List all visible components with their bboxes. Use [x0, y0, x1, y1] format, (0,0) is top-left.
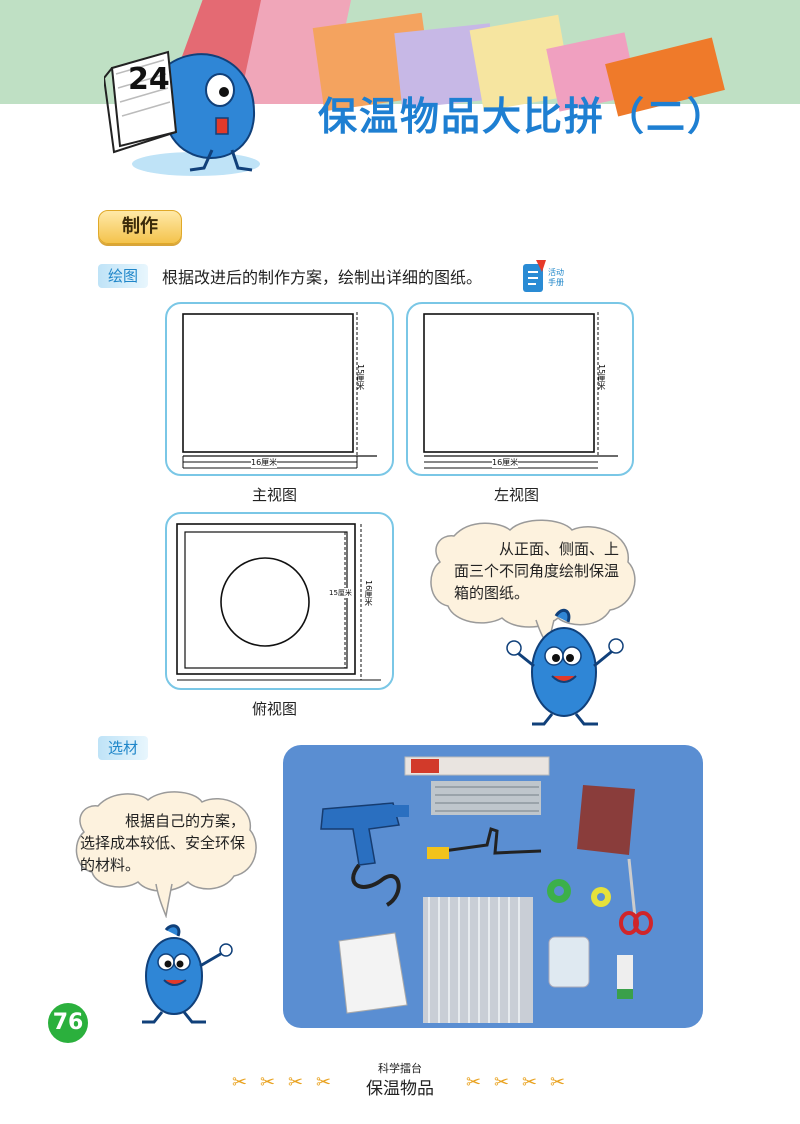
workbook-line2: 手册 [548, 278, 564, 287]
workbook-badge: 活动 手册 [522, 258, 570, 294]
scissors-icon: ✂ [316, 1072, 332, 1093]
section-tag-making: 制作 [98, 210, 182, 244]
scissors-icon: ✂ [550, 1072, 566, 1093]
drawing-instruction: 根据改进后的制作方案，绘制出详细的图纸。 [162, 268, 483, 287]
subtag-drawing: 绘图 [98, 264, 149, 288]
card-top-view: 15厘米 16厘米 [165, 512, 394, 690]
bubble-materials-text: 根据自己的方案，选择成本较低、安全环保的材料。 [80, 812, 246, 874]
materials-photo [283, 745, 703, 1028]
workbook-line1: 活动 [548, 268, 564, 277]
workbook-icon [523, 260, 546, 292]
scissors-icon: ✂ [260, 1072, 276, 1093]
card-left-view: 15厘米 16厘米 [406, 302, 634, 476]
subtag-materials: 选材 [98, 736, 149, 760]
card-front-view: 15厘米 16厘米 [165, 302, 394, 476]
caption-left-view: 左视图 [494, 486, 540, 504]
page-title: 保温物品大比拼（二） [318, 95, 729, 140]
caption-front-view: 主视图 [252, 486, 298, 504]
front-height-label: 15厘米 [356, 364, 365, 391]
left-width-label: 16厘米 [492, 457, 519, 468]
page-number: 76 [48, 1003, 88, 1043]
scissors-icon: ✂ [466, 1072, 482, 1093]
top-inner-label: 15厘米 [329, 588, 352, 598]
front-width-label: 16厘米 [251, 457, 278, 468]
scissors-icon: ✂ [494, 1072, 510, 1093]
top-height-label: 16厘米 [364, 580, 373, 607]
scissors-icon: ✂ [232, 1072, 248, 1093]
bubble-drawing-text: 从正面、侧面、上面三个不同角度绘制保温箱的图纸。 [454, 540, 620, 602]
scissors-icon: ✂ [288, 1072, 304, 1093]
caption-top-view: 俯视图 [252, 700, 298, 718]
left-height-label: 15厘米 [597, 364, 606, 391]
scissors-icon: ✂ [522, 1072, 538, 1093]
lesson-number: 24 [128, 62, 170, 97]
footer-topic: 保温物品 [366, 1079, 434, 1099]
footer-series: 科学擂台 [378, 1062, 422, 1075]
